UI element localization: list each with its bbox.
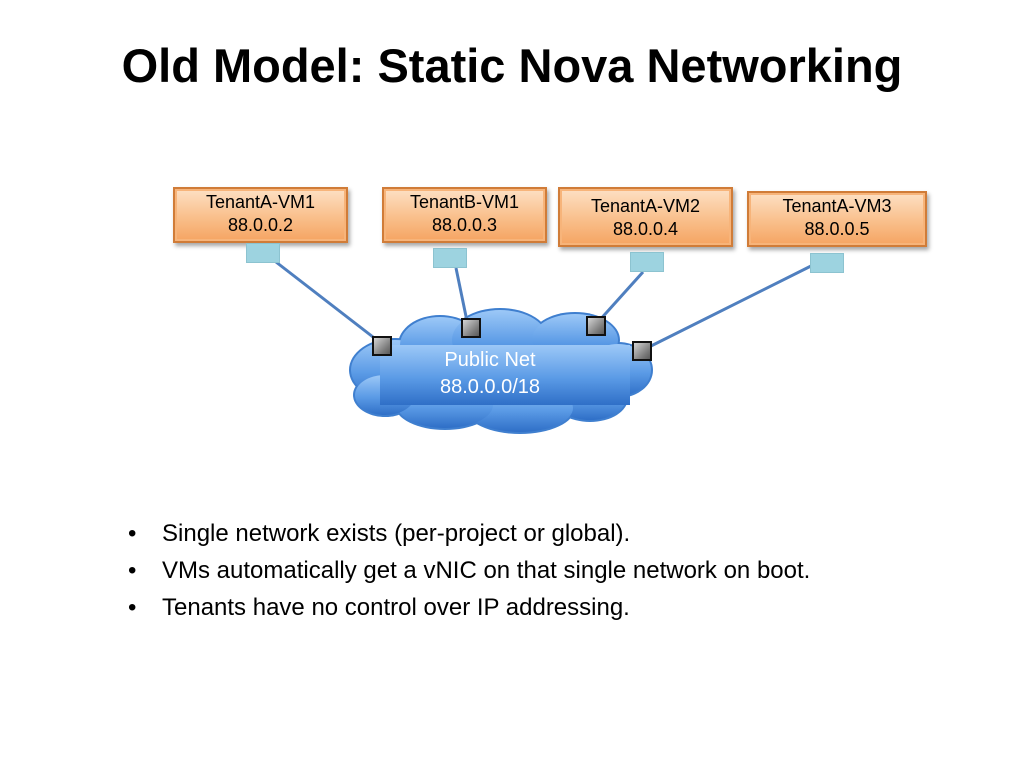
link-vm3: [596, 270, 645, 324]
bullet-item: VMs automatically get a vNIC on that sin…: [126, 552, 810, 589]
port-vm2: [461, 318, 481, 338]
vm-ip: 88.0.0.5: [804, 219, 870, 239]
port-vm4: [632, 341, 652, 361]
vm-name: TenantA-VM1: [205, 192, 316, 212]
vm-ip: 88.0.0.2: [227, 215, 294, 235]
port-vm1: [372, 336, 392, 356]
vm-ip: 88.0.0.4: [612, 219, 679, 239]
network-cidr: 88.0.0.0/18: [439, 376, 541, 398]
vm-name: TenantA-VM2: [590, 196, 701, 216]
port-vm3: [586, 316, 606, 336]
bullet-item: Single network exists (per-project or gl…: [126, 515, 810, 552]
vm-name: TenantA-VM3: [782, 196, 892, 216]
bullet-item: Tenants have no control over IP addressi…: [126, 589, 810, 626]
vnic-vm4: [810, 253, 844, 273]
bullet-list: Single network exists (per-project or gl…: [126, 515, 810, 626]
vnic-vm2: [433, 248, 467, 268]
vm-ip: 88.0.0.3: [431, 215, 498, 235]
vm-box-tenanta-vm2[interactable]: TenantA-VM2 88.0.0.4: [558, 187, 733, 247]
public-net-label: Public Net 88.0.0.0/18: [420, 347, 560, 401]
slide-title: Old Model: Static Nova Networking: [121, 39, 903, 92]
link-vm1: [275, 260, 383, 346]
link-vm2: [454, 267, 470, 327]
vm-name: TenantB-VM1: [409, 192, 520, 212]
link-vm4: [642, 263, 814, 352]
vnic-vm1: [246, 243, 280, 263]
network-name: Public Net: [444, 349, 536, 371]
vm-box-tenanta-vm3[interactable]: TenantA-VM3 88.0.0.5: [747, 191, 927, 247]
vm-box-tenanta-vm1[interactable]: TenantA-VM1 88.0.0.2: [173, 187, 348, 243]
vm-box-tenantb-vm1[interactable]: TenantB-VM1 88.0.0.3: [382, 187, 547, 243]
vnic-vm3: [630, 252, 664, 272]
